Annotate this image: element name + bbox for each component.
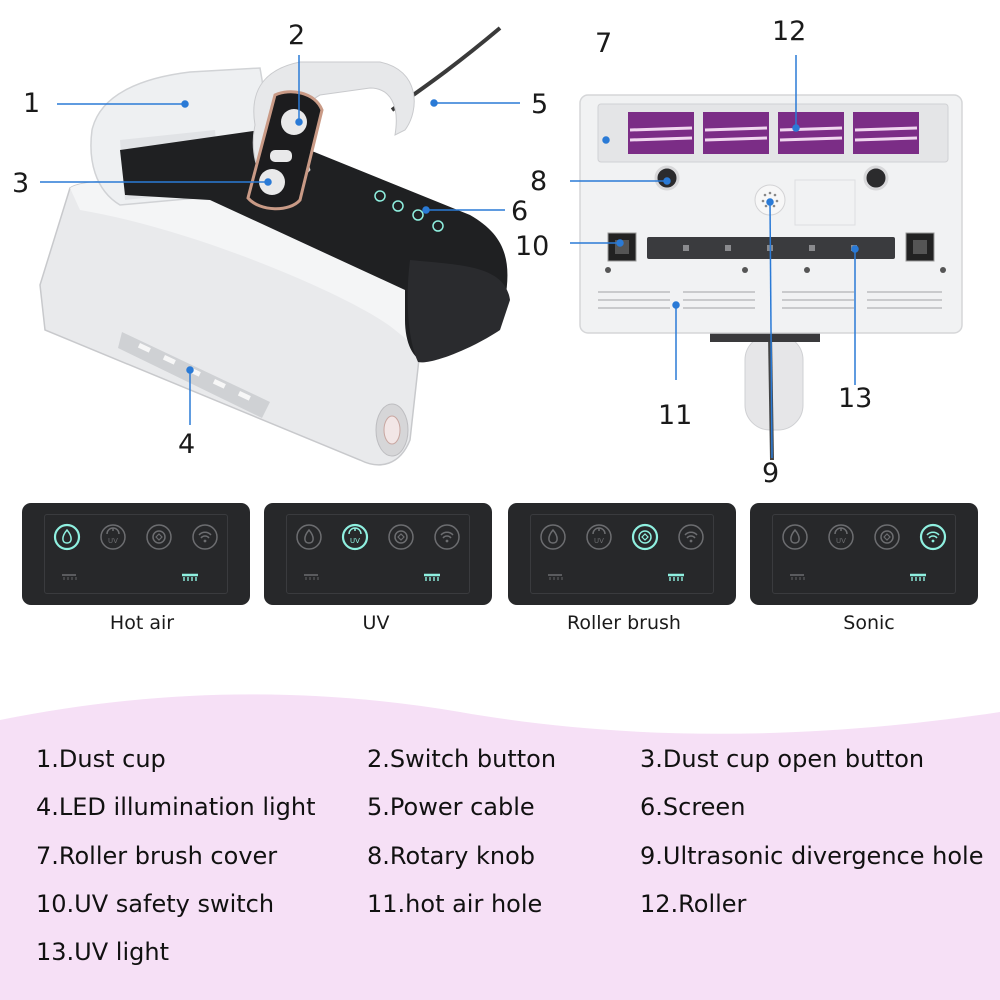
suction-indicator-low — [304, 574, 319, 580]
callout-8: 8 — [530, 166, 548, 197]
suction-indicator-high — [424, 573, 440, 581]
roller-windows — [628, 112, 919, 154]
callout-11: 11 — [658, 400, 693, 431]
callout-4: 4 — [178, 429, 196, 460]
legend-item-1: 1.Dust cup — [36, 745, 166, 773]
product-front-view — [39, 26, 520, 466]
legend-item-9: 9.Ultrasonic divergence hole — [640, 842, 984, 870]
mode-panel-sonic: UV — [750, 503, 978, 605]
legend-item-2: 2.Switch button — [367, 745, 557, 773]
led-strip — [118, 332, 270, 418]
callout-1: 1 — [23, 88, 41, 119]
roller-icon — [874, 524, 900, 550]
uv-sun-icon: UV — [828, 524, 854, 550]
sonic-icon — [434, 524, 460, 550]
uv-sun-icon: UV — [586, 524, 612, 550]
uv-sun-icon: UV — [100, 524, 126, 550]
legend-item-11: 11.hot air hole — [367, 890, 543, 918]
roller-icon — [631, 523, 659, 551]
suction-indicator-low — [790, 574, 805, 580]
svg-text:UV: UV — [594, 537, 604, 545]
roller-icon — [146, 524, 172, 550]
callout-12: 12 — [772, 16, 807, 47]
hot-air-vents — [598, 291, 942, 309]
sonic-icon — [678, 524, 704, 550]
mode-label-hot-air: Hot air — [109, 612, 175, 634]
legend-item-13: 13.UV light — [36, 938, 169, 966]
legend-item-7: 7.Roller brush cover — [36, 842, 278, 870]
callout-13: 13 — [838, 383, 873, 414]
product-bottom-view — [570, 55, 963, 461]
callout-6: 6 — [511, 196, 529, 227]
legend-item-10: 10.UV safety switch — [36, 890, 275, 918]
suction-indicator-low — [62, 574, 77, 580]
legend-item-12: 12.Roller — [640, 890, 747, 918]
legend-item-3: 3.Dust cup open button — [640, 745, 925, 773]
callout-2: 2 — [288, 20, 306, 51]
mode-panel-roller-brush: UV — [508, 503, 736, 605]
suction-indicator-high — [910, 573, 926, 581]
svg-text:UV: UV — [108, 537, 118, 545]
mode-label-sonic: Sonic — [843, 612, 895, 634]
mode-label-roller-brush: Roller brush — [567, 612, 681, 634]
svg-text:UV: UV — [836, 537, 846, 545]
svg-text:UV: UV — [350, 537, 360, 545]
screen-indicators — [374, 190, 444, 232]
callout-3: 3 — [12, 168, 30, 199]
drop-icon — [540, 524, 566, 550]
legend-item-6: 6.Screen — [640, 793, 746, 821]
callout-5: 5 — [531, 89, 549, 120]
drop-icon — [53, 523, 81, 551]
uv-sun-icon: UV — [341, 523, 369, 551]
callout-7: 7 — [595, 28, 613, 59]
mode-panel-uv: UV — [264, 503, 492, 605]
legend-item-4: 4.LED illumination light — [36, 793, 316, 821]
sonic-icon — [919, 523, 947, 551]
suction-indicator-low — [548, 574, 563, 580]
legend-item-8: 8.Rotary knob — [367, 842, 536, 870]
dust-cup-open-button — [259, 169, 285, 195]
callout-9: 9 — [762, 458, 780, 489]
switch-button — [281, 109, 307, 135]
mode-label-uv: UV — [362, 612, 390, 634]
roller-icon — [388, 524, 414, 550]
drop-icon — [296, 524, 322, 550]
callout-10: 10 — [515, 231, 550, 262]
suction-indicator-high — [668, 573, 684, 581]
mode-panel-hot-air: UV — [22, 503, 250, 605]
rotary-knob-right — [863, 165, 889, 191]
suction-indicator-high — [182, 573, 198, 581]
drop-icon — [782, 524, 808, 550]
legend-item-5: 5.Power cable — [367, 793, 535, 821]
sonic-icon — [192, 524, 218, 550]
